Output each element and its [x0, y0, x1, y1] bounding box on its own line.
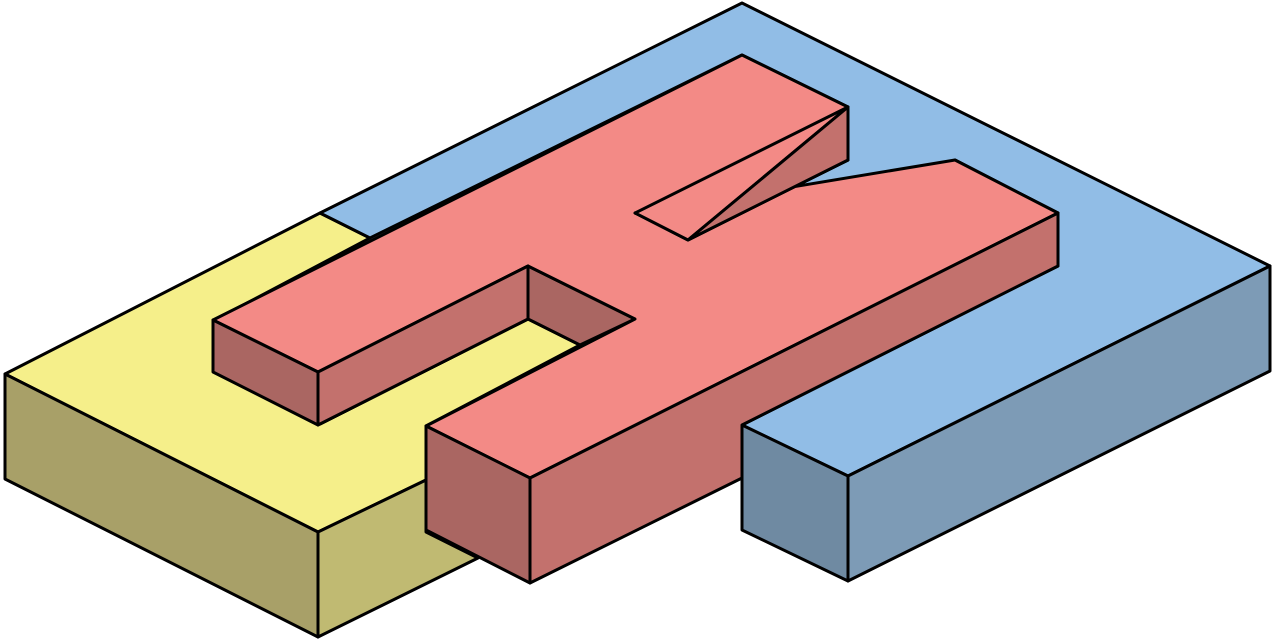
yellow-piece	[3, 211, 582, 639]
red-piece	[211, 53, 1060, 585]
red-piece-upper-notch-side	[686, 105, 850, 242]
yellow-piece-right-face	[316, 478, 480, 639]
blue-piece-right-face	[846, 264, 1272, 583]
red-piece-front-right-face	[528, 211, 1060, 585]
red-piece-left-arm-right-face	[316, 264, 530, 427]
